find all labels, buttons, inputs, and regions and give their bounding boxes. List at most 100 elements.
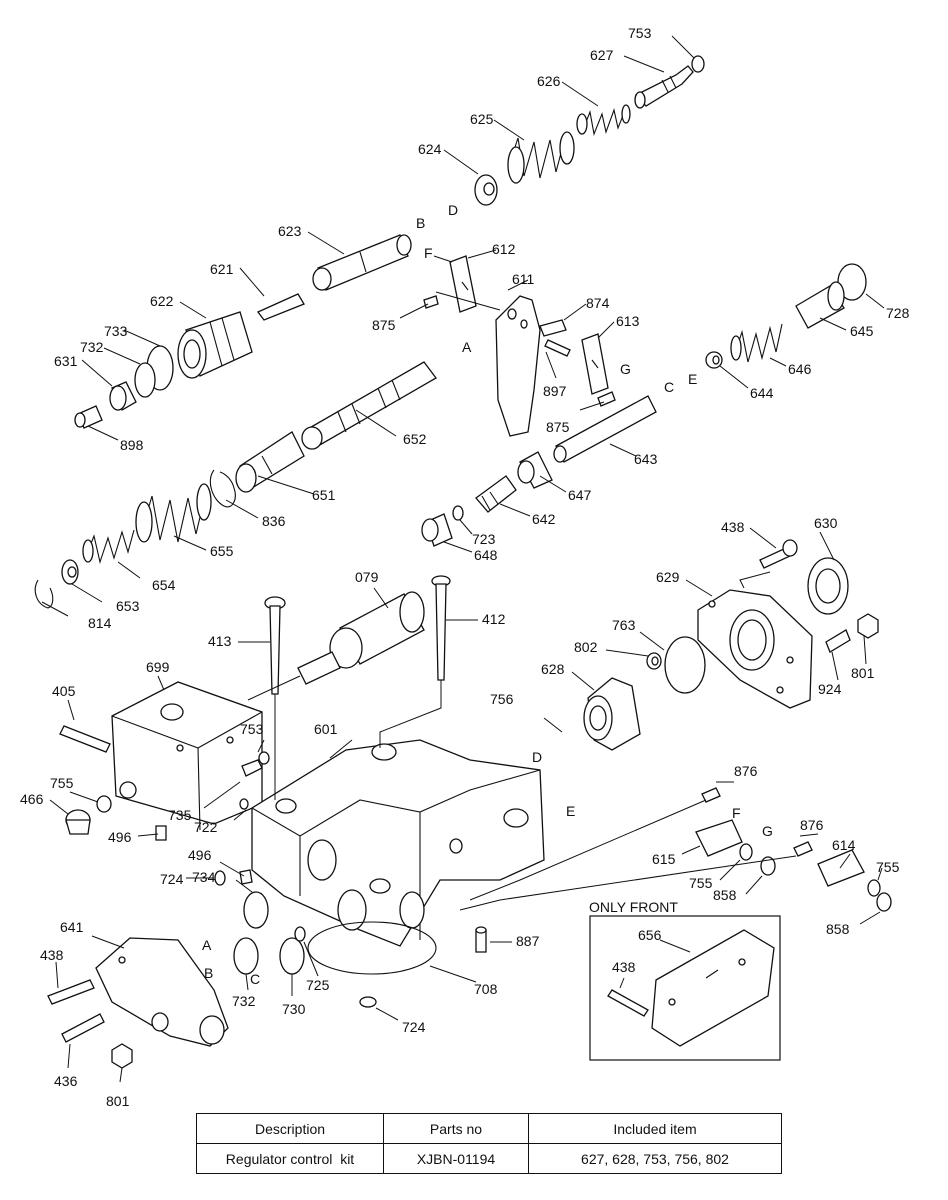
callout-802: 802	[574, 639, 598, 655]
callout-753: 753	[240, 721, 264, 737]
part-734	[243, 891, 269, 929]
callout-413: 413	[208, 633, 232, 649]
callout-625: 625	[470, 111, 494, 127]
kit-included-items-cell: 627, 628, 753, 756, 802	[528, 1143, 782, 1174]
callout-653: 653	[116, 598, 140, 614]
part-412-bolt	[431, 575, 451, 681]
part-621-pin	[256, 293, 305, 321]
part-630-nut	[807, 557, 849, 615]
callout-612: 612	[492, 241, 516, 257]
callout-622: 622	[150, 293, 174, 309]
part-875-b	[597, 391, 616, 407]
part-612	[449, 255, 477, 313]
part-405-bolt	[59, 725, 111, 753]
part-438-bolt-inset	[607, 989, 649, 1017]
part-723	[452, 505, 464, 521]
part-624-seat	[474, 174, 498, 206]
callout-755: 755	[689, 875, 713, 891]
callout-626: 626	[537, 73, 561, 89]
part-755-right	[867, 879, 881, 897]
callout-924: 924	[818, 681, 842, 697]
callout-876: 876	[800, 817, 824, 833]
kit-table-row: Regulator control kit XJBN-01194 627, 62…	[196, 1143, 782, 1174]
part-730	[279, 937, 305, 975]
callout-755: 755	[50, 775, 74, 791]
callout-466: 466	[20, 791, 44, 807]
part-645	[795, 281, 845, 329]
part-626-spring	[576, 104, 631, 136]
callout-732: 732	[232, 993, 256, 1009]
callout-628: 628	[541, 661, 565, 677]
callout-438: 438	[40, 947, 64, 963]
part-413-bolt	[264, 596, 286, 695]
part-732-top	[134, 362, 156, 398]
ref-letter-d: D	[532, 749, 542, 765]
ref-letter-g: G	[620, 361, 631, 377]
callout-654: 654	[152, 577, 176, 593]
part-722	[239, 798, 249, 810]
callout-814: 814	[88, 615, 112, 631]
callout-641: 641	[60, 919, 84, 935]
callout-496: 496	[188, 847, 212, 863]
callout-615: 615	[652, 851, 676, 867]
callout-876: 876	[734, 763, 758, 779]
part-601-body	[251, 739, 545, 947]
callout-651: 651	[312, 487, 336, 503]
callout-734: 734	[192, 869, 216, 885]
kit-table-header: Parts no	[383, 1113, 529, 1144]
part-622	[177, 311, 253, 379]
callout-642: 642	[532, 511, 556, 527]
callout-646: 646	[788, 361, 812, 377]
callout-730: 730	[282, 1001, 306, 1017]
part-875-a	[423, 295, 439, 309]
kit-table: Description Parts no Included item Regul…	[196, 1113, 782, 1174]
part-655-spring	[135, 483, 212, 543]
part-438-bolt-top	[759, 539, 798, 569]
callout-724: 724	[160, 871, 184, 887]
part-641-cover	[95, 937, 229, 1047]
callout-756: 756	[490, 691, 514, 707]
part-613	[581, 333, 609, 395]
callout-624: 624	[418, 141, 442, 157]
callout-496: 496	[108, 829, 132, 845]
part-629-cover	[697, 589, 813, 709]
callout-621: 621	[210, 261, 234, 277]
ref-letter-b: B	[204, 965, 213, 981]
callout-897: 897	[543, 383, 567, 399]
callout-887: 887	[516, 933, 540, 949]
callout-648: 648	[474, 547, 498, 563]
part-887	[475, 926, 487, 953]
reference-letters: B F D A G E C D E F G A B C	[202, 202, 773, 987]
part-614	[817, 849, 865, 887]
part-708	[307, 921, 437, 975]
part-801-top	[857, 613, 879, 639]
part-897	[544, 339, 571, 357]
callout-627: 627	[590, 47, 614, 63]
callout-725: 725	[306, 977, 330, 993]
part-079-solenoid	[297, 591, 425, 685]
part-735	[241, 759, 263, 777]
parts-diagram: ONLY FRONT	[20, 25, 910, 1109]
kit-table-header: Description	[196, 1113, 384, 1144]
part-643-rod	[553, 395, 657, 463]
callout-735: 735	[168, 807, 192, 823]
callout-732: 732	[80, 339, 104, 355]
callout-755: 755	[876, 859, 900, 875]
part-802	[646, 652, 662, 670]
part-654-spring	[82, 529, 135, 565]
part-755-mid	[739, 843, 753, 861]
callout-652: 652	[403, 431, 427, 447]
callout-079: 079	[355, 569, 379, 585]
ref-letter-c: C	[664, 379, 674, 395]
part-814	[34, 579, 54, 609]
part-656-plate	[651, 929, 775, 1047]
part-466-plug	[65, 809, 91, 835]
ref-letter-d: D	[448, 202, 458, 218]
callout-644: 644	[750, 385, 774, 401]
callout-405: 405	[52, 683, 76, 699]
callout-656: 656	[638, 927, 662, 943]
callout-643: 643	[634, 451, 658, 467]
part-631	[109, 381, 137, 411]
part-644	[705, 351, 723, 369]
part-646-spring	[730, 323, 783, 363]
